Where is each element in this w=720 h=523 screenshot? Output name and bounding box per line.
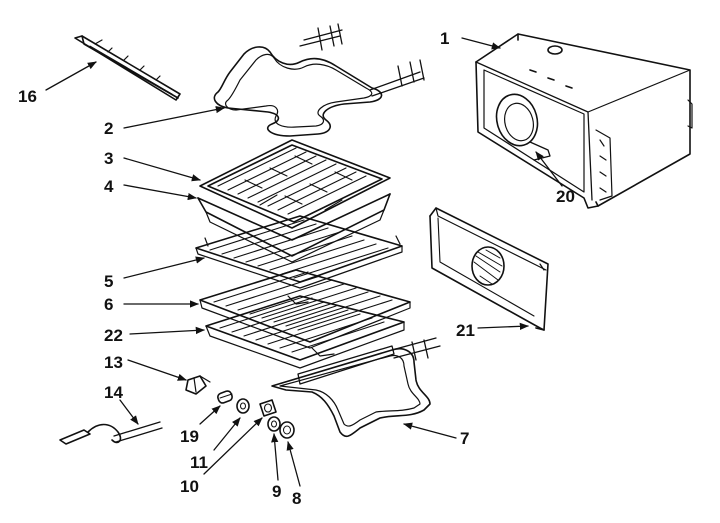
part-4-broiler-pan [197,193,391,263]
callout-9: 9 [272,482,281,501]
callout-labels: 1 2 3 4 5 6 7 8 9 10 11 13 14 16 19 20 2… [18,29,575,508]
leader-3 [123,157,201,182]
part-16-rack-bracket [74,35,181,101]
callout-3: 3 [104,149,113,168]
callout-20: 20 [556,187,575,206]
leader-22 [129,326,205,335]
callout-14: 14 [104,383,123,402]
leader-20 [535,151,563,187]
callout-21: 21 [456,321,475,340]
callout-4: 4 [104,177,114,196]
part-6-oven-rack [199,269,411,349]
part-8-nut [279,421,295,439]
leader-19 [199,405,221,425]
leader-13 [127,359,187,381]
callout-13: 13 [104,353,123,372]
leader-21 [477,322,529,330]
part-11-washer [236,398,250,414]
part-13-sensor-clip [185,375,211,395]
leader-2 [123,106,225,129]
part-22-oven-rack [205,295,405,369]
part-3-broiler-grid [199,139,391,229]
callout-16: 16 [18,87,37,106]
callout-6: 6 [104,295,113,314]
callout-22: 22 [104,326,123,345]
leader-lines [45,37,563,487]
part-14-temperature-sensor [59,421,163,445]
callout-19: 19 [180,427,199,446]
callout-10: 10 [180,477,199,496]
part-9-washer [267,416,281,432]
part-1-oven-liner [475,33,693,209]
part-2-broil-element [213,23,425,137]
callout-8: 8 [292,489,301,508]
leader-8 [286,441,301,487]
leader-1 [461,37,501,50]
leader-5 [123,256,205,279]
callout-2: 2 [104,119,113,138]
callout-1: 1 [440,29,449,48]
part-10-bracket-nut [259,399,277,417]
callout-7: 7 [460,429,469,448]
leader-14 [119,399,139,425]
leader-7 [403,422,457,439]
leader-4 [123,184,197,201]
part-21-convection-panel [429,207,549,331]
part-19-grommet [217,390,233,404]
leader-9 [271,433,279,481]
leader-16 [45,61,97,91]
leader-11 [213,417,241,451]
part-7-bake-element [271,337,441,438]
callout-5: 5 [104,272,113,291]
leader-10 [203,417,263,475]
callout-11: 11 [190,453,208,472]
part-5-oven-rack [195,215,403,289]
